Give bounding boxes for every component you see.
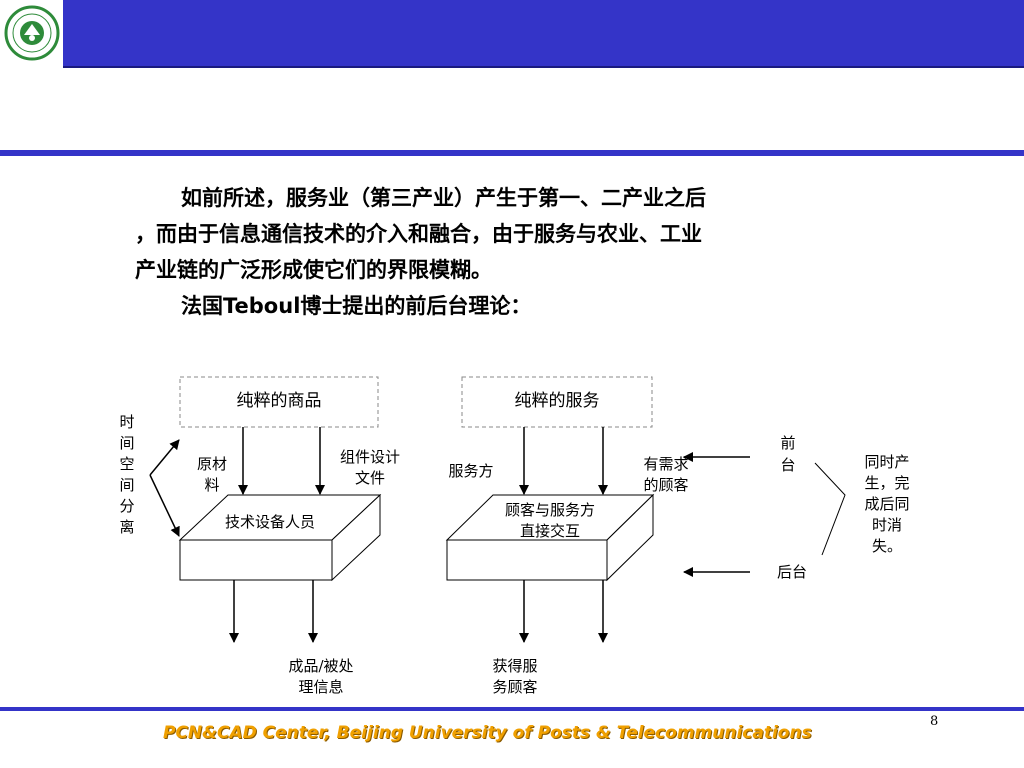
tech-block [178, 493, 382, 582]
simultaneous-line: 成后同 [864, 495, 910, 513]
service-side-label: 服务方 [448, 462, 494, 480]
top-divider [0, 150, 1024, 156]
pure-service-box [461, 376, 653, 428]
pure-service-label: 纯粹的服务 [514, 391, 600, 411]
time-space-char: 空 [119, 455, 135, 473]
simultaneous-note: 同时产 生，完 成后同 时消 失。 [855, 452, 919, 557]
front-back-stage-diagram: 纯粹的商品 纯粹的服务 技术设备人员 顾客与服务方 直接交互 时 间 空 间 分… [0, 360, 1024, 705]
front-stage-label-2: 台 [780, 456, 796, 474]
paragraph-line: 如前所述，服务业（第三产业）产生于第一、二产业之后 [181, 185, 706, 210]
simultaneous-line: 时消 [871, 516, 902, 534]
raw-material-label-2: 料 [204, 476, 220, 494]
header-band [63, 0, 1024, 68]
served-customer-label-2: 务顾客 [492, 678, 538, 696]
paragraph-line: 产业链的广泛形成使它们的界限模糊。 [135, 257, 492, 282]
simultaneous-line: 同时产 [864, 453, 910, 471]
bottom-divider [0, 707, 1024, 711]
arrow-time-up [149, 439, 180, 476]
simultaneous-bracket [814, 462, 846, 556]
interaction-block [445, 493, 655, 582]
university-seal-icon [4, 5, 60, 61]
simultaneous-line: 失。 [871, 537, 902, 555]
theory-intro-suffix: 博士提出的前后台理论： [300, 293, 532, 318]
theory-intro: 法国Teboul博士提出的前后台理论： [135, 288, 915, 324]
front-stage-label-1: 前 [780, 434, 796, 452]
body-text: 如前所述，服务业（第三产业）产生于第一、二产业之后 ，而由于信息通信技术的介入和… [135, 180, 915, 324]
time-space-char: 分 [119, 497, 135, 515]
back-stage-label: 后台 [776, 563, 807, 581]
page-number: 8 [930, 714, 939, 729]
simultaneous-line: 生，完 [864, 474, 910, 492]
time-space-label: 时 间 空 间 分 离 [117, 412, 137, 538]
interaction-label-2: 直接交互 [519, 522, 580, 540]
time-space-char: 离 [119, 518, 135, 536]
interaction-label-1: 顾客与服务方 [504, 501, 595, 519]
arrow-time-down [149, 474, 180, 537]
demand-customer-label-2: 的顾客 [643, 476, 689, 494]
paragraph-line: ，而由于信息通信技术的介入和融合，由于服务与农业、工业 [135, 221, 702, 246]
design-docs-label-1: 组件设计 [339, 448, 400, 466]
served-customer-label-1: 获得服 [492, 657, 538, 675]
demand-customer-label-1: 有需求 [643, 455, 689, 473]
footer-institution: PCN&CAD Center, Beijing University of Po… [163, 723, 812, 743]
time-space-char: 间 [119, 476, 135, 494]
tech-staff-label: 技术设备人员 [224, 513, 315, 531]
time-space-char: 时 [119, 413, 135, 431]
finished-product-label-2: 理信息 [298, 678, 344, 696]
teboul-name: Teboul [223, 294, 301, 318]
pure-goods-box [179, 376, 379, 428]
theory-intro-prefix: 法国 [181, 293, 223, 318]
finished-product-label-1: 成品/被处 [288, 657, 354, 675]
time-space-char: 间 [119, 434, 135, 452]
pure-goods-label: 纯粹的商品 [236, 391, 322, 411]
raw-material-label-1: 原材 [196, 455, 227, 473]
design-docs-label-2: 文件 [354, 469, 385, 487]
